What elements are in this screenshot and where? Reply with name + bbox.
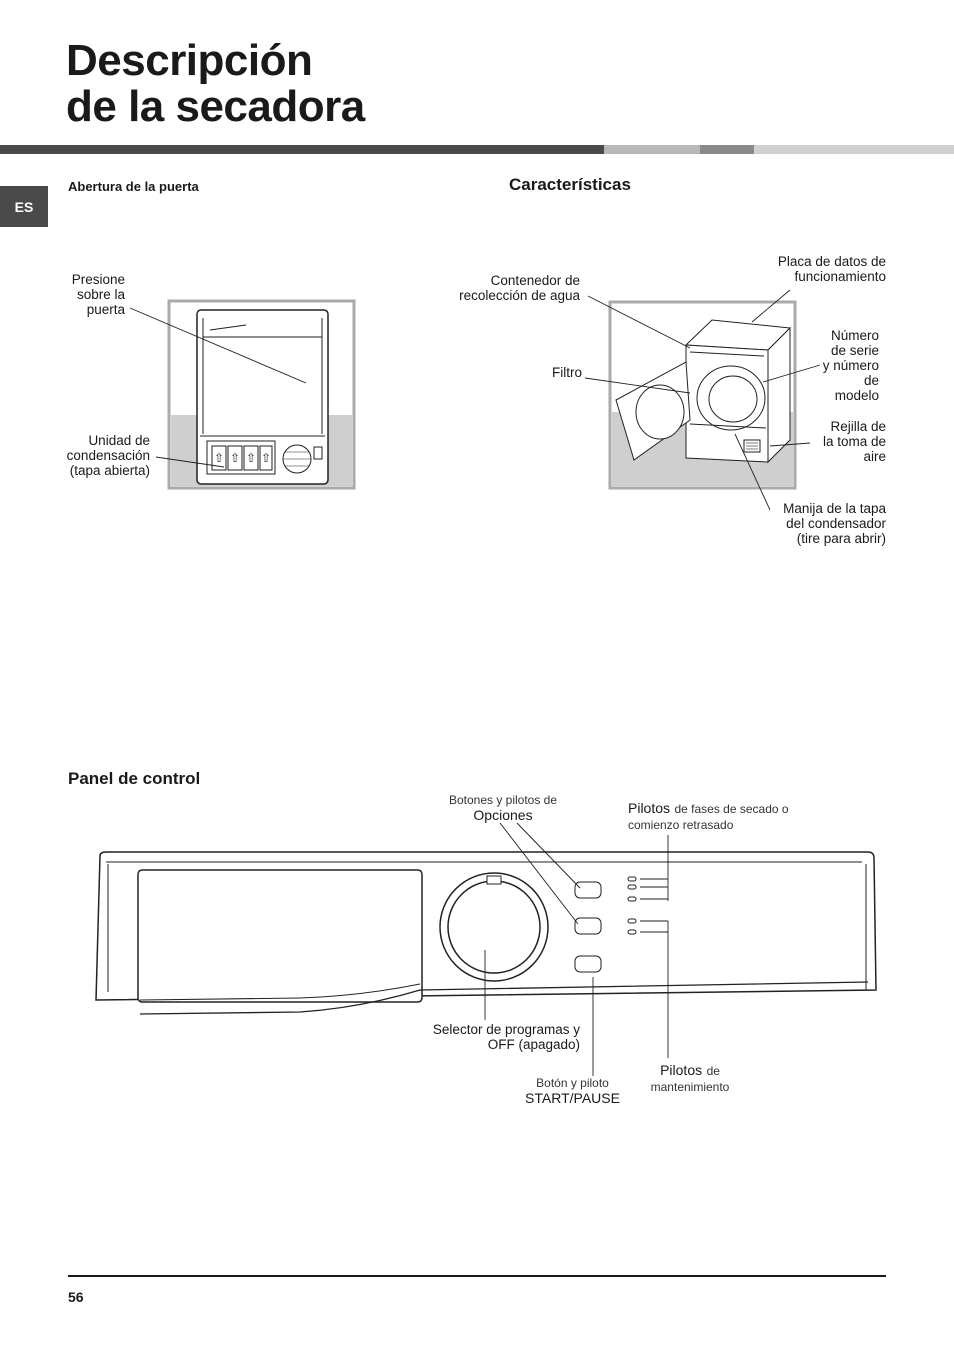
header-bar-mid [700,145,754,154]
svg-text:⇧: ⇧ [214,451,224,465]
condensation-unit-label: Unidad de condensación (tapa abierta) [66,433,150,478]
header-bar-light-2 [754,145,954,154]
start-pause-label: Botón y piloto START/PAUSE [525,1076,620,1106]
data-plate-label: Placa de datos de funcionamiento [777,254,886,284]
filter-label: Filtro [552,365,582,380]
header-bar-light-1 [604,145,700,154]
press-door-label: Presione sobre la puerta [71,272,125,317]
dryer-open-illustration [584,289,821,511]
door-opening-heading: Abertura de la puerta [68,179,199,194]
title-line-1: Descripción [66,36,313,85]
condenser-handle-label: Manija de la tapa del condensador (tire … [783,501,886,546]
page-title: Descripción de la secadora [66,38,365,130]
serial-number-label: Número de serie y número de modelo [822,328,879,403]
air-intake-grille-label: Rejilla de la toma de aire [822,419,886,464]
language-badge: ES [0,186,48,227]
water-container-label: Contenedor de recolección de agua [459,273,580,303]
footer-rule [68,1275,886,1277]
dryer-front-illustration: ⇧ ⇧ ⇧ ⇧ [129,299,356,490]
phase-lights-label: Pilotos de fases de secado o comienzo re… [628,800,789,832]
options-label: Botones y pilotos de Opciones [448,793,558,823]
title-line-2: de la secadora [66,82,365,131]
features-heading: Características [509,175,631,194]
program-selector-label: Selector de programas y OFF (apagado) [432,1022,580,1052]
svg-text:⇧: ⇧ [261,451,271,465]
svg-text:⇧: ⇧ [246,451,256,465]
page-number: 56 [68,1289,84,1305]
control-panel-heading: Panel de control [68,769,201,788]
svg-text:⇧: ⇧ [230,451,240,465]
control-panel-illustration [95,822,877,1076]
header-bar-dark [0,145,604,154]
maintenance-lights-label: Pilotos de mantenimiento [650,1062,730,1094]
